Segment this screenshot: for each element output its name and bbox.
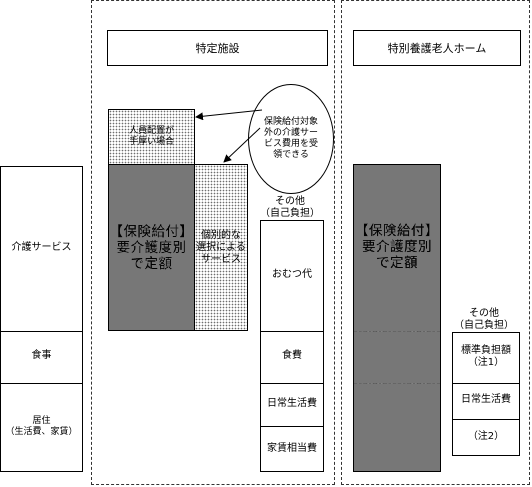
nursing-home-title: 特別養護老人ホーム xyxy=(353,30,521,66)
specified-selfpay-column xyxy=(260,220,324,472)
meal-label: 食事 xyxy=(31,350,52,361)
specified-other-title: その他 xyxy=(275,196,305,207)
nursing-home-group xyxy=(341,0,530,485)
rent-equivalent-label: 家賃相当費 xyxy=(267,442,317,454)
callout-ellipse: 保険給付対象 外の介護サー ビス費用を受 領できる xyxy=(248,84,334,194)
specified-facility-group xyxy=(91,0,335,485)
nursing-insurance-box xyxy=(353,164,441,472)
nursing-selfpay-column xyxy=(452,332,520,456)
nursing-other-title: その他 xyxy=(469,308,499,319)
diaper-cost-label: おむつ代 xyxy=(272,269,312,280)
left-category-column xyxy=(0,166,83,472)
specified-other-subtitle: （自己負担） xyxy=(260,208,320,219)
individual-service-box: 個別的な 選択による サービス xyxy=(194,164,248,331)
nursing-insurance-label: 【保険給付】 要介護度別 で定額 xyxy=(355,223,439,271)
insurance-benefit-box: 【保険給付】 要介護度別 で定額 xyxy=(108,164,195,331)
specified-facility-title: 特定施設 xyxy=(107,30,328,66)
note2-label: （注2） xyxy=(467,431,505,442)
meal-cost-label: 食費 xyxy=(282,350,302,361)
nursing-other-subtitle: （自己負担） xyxy=(454,320,514,331)
daily-cost-label: 日常生活費 xyxy=(267,397,317,409)
nursing-other-header: その他 （自己負担） xyxy=(450,308,518,332)
nursing-daily-cost-label: 日常生活費 xyxy=(461,394,511,405)
care-service-label: 介護サービス xyxy=(11,242,72,253)
extra-staff-box: 人員配置が 手厚い場合 xyxy=(108,109,195,165)
specified-other-header: その他 （自己負担） xyxy=(258,196,322,220)
standard-burden-label: 標準負担額 （注1） xyxy=(461,345,511,368)
residence-label: 居住 （生活費、家賃） xyxy=(5,416,78,437)
